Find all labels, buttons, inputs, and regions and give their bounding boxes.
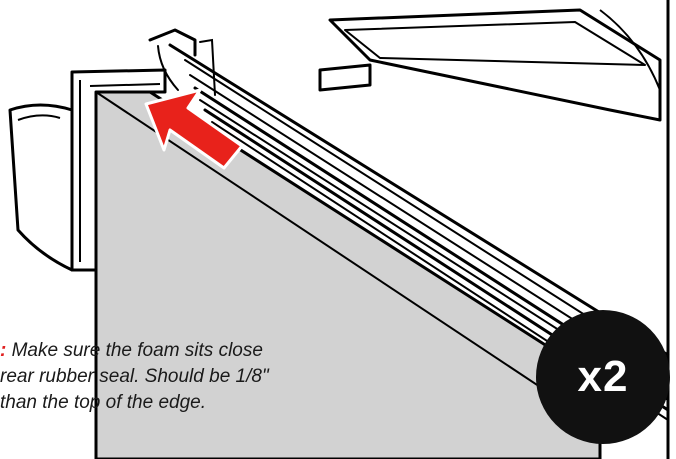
- quantity-badge: x2: [536, 310, 670, 444]
- note-label: :: [0, 340, 7, 361]
- note-line-2: rear rubber seal. Should be 1/8": [0, 366, 269, 387]
- left-housing: [8, 103, 74, 272]
- note-line-3: than the top of the edge.: [0, 392, 207, 413]
- bracket: [70, 68, 167, 272]
- arrow-pointer-icon: [144, 88, 244, 170]
- note-line-1: : Make sure the foam sits close: [0, 340, 263, 361]
- upper-tray: [318, 8, 662, 122]
- instruction-note: : Make sure the foam sits close rear rub…: [0, 338, 340, 416]
